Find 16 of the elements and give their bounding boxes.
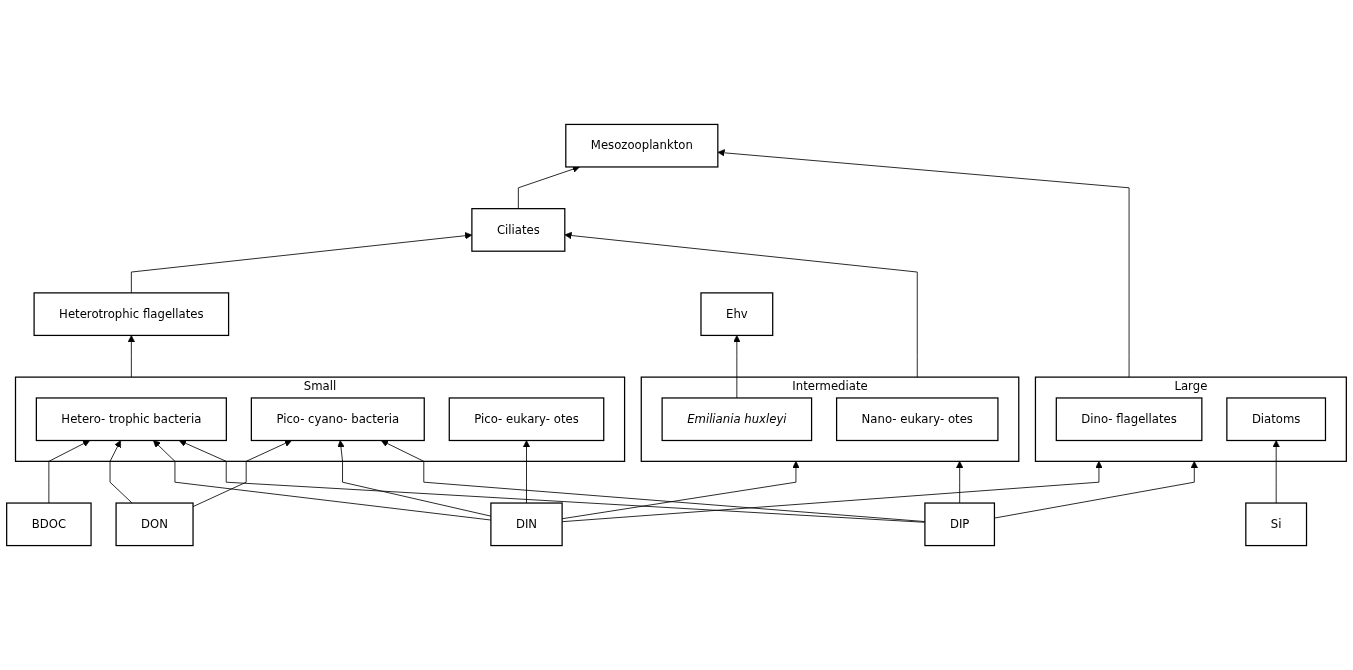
node-box: Si	[1245, 502, 1308, 547]
node-box: Dino- flagellates	[1055, 397, 1203, 442]
node-box: Heterotrophic flagellates	[33, 292, 230, 337]
node-box: Nano- eukary- otes	[835, 397, 999, 442]
node-box: Diatoms	[1226, 397, 1327, 442]
node-box: Mesozooplankton	[565, 123, 719, 168]
node-box: DON	[115, 502, 194, 547]
node-box: BDOC	[6, 502, 92, 547]
node-box: DIP	[924, 502, 996, 547]
node-box: Pico- eukary- otes	[448, 397, 605, 442]
node-box: DIN	[490, 502, 563, 547]
node-box: Hetero- trophic bacteria	[35, 397, 227, 442]
node-box: Ciliates	[471, 208, 566, 252]
node-box: Emiliania huxleyi	[661, 397, 813, 442]
node-box: Ehv	[700, 292, 774, 337]
node-box: Pico- cyano- bacteria	[250, 397, 425, 442]
